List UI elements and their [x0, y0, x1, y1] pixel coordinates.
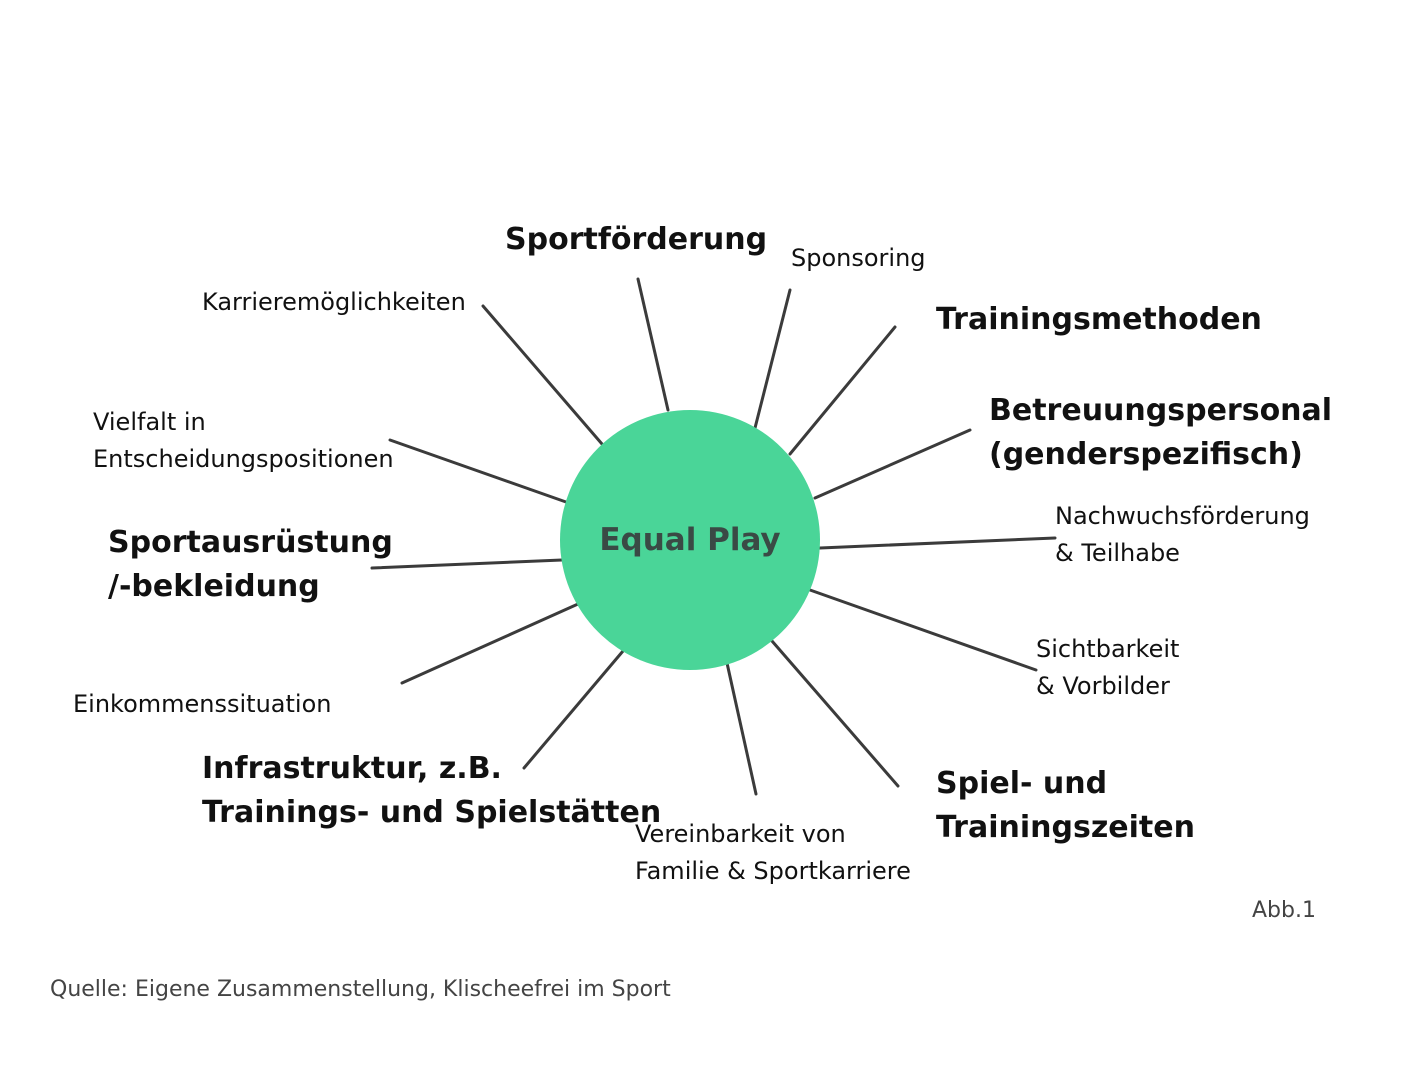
label-einkommen: Einkommenssituation	[73, 690, 332, 718]
spoke-vereinbarkeit	[725, 661, 758, 796]
spoke-trainingsmethoden	[788, 325, 897, 456]
label-vereinbarkeit: Vereinbarkeit von Familie & Sportkarrier…	[635, 820, 911, 885]
label-vielfalt: Vielfalt in Entscheidungspositionen	[93, 408, 394, 473]
label-trainingsmethoden: Trainingsmethoden	[936, 302, 1262, 337]
spoke-sichtbarkeit	[808, 588, 1038, 672]
label-betreuung: Betreuungspersonal (genderspezifisch)	[989, 393, 1333, 472]
label-spielzeiten: Spiel- und Trainingszeiten	[936, 766, 1195, 845]
label-sportausruestung: Sportausrüstung /-bekleidung	[108, 525, 393, 604]
spoke-sponsoring	[753, 288, 792, 430]
spoke-sportfoerderung	[636, 277, 670, 412]
label-nachwuchs: Nachwuchsförderung & Teilhabe	[1055, 502, 1310, 567]
spoke-nachwuchs	[818, 536, 1057, 550]
spoke-karriere	[481, 304, 604, 446]
spoke-betreuung	[813, 428, 972, 500]
spoke-spielzeiten	[770, 639, 900, 788]
label-karriere: Karrieremöglichkeiten	[202, 288, 466, 316]
hub-label: Equal Play	[599, 522, 781, 558]
label-infrastruktur: Infrastruktur, z.B. Trainings- und Spiel…	[202, 751, 662, 830]
spoke-infrastruktur	[522, 649, 625, 770]
figure-label: Abb.1	[1252, 898, 1316, 923]
hub-circle: Equal Play	[560, 410, 820, 670]
label-sichtbarkeit: Sichtbarkeit & Vorbilder	[1036, 635, 1180, 700]
spoke-einkommen	[400, 602, 580, 685]
spoke-vielfalt	[388, 438, 568, 504]
spoke-sportausruestung	[370, 558, 564, 570]
label-sportfoerderung: Sportförderung	[505, 222, 768, 257]
source-note: Quelle: Eigene Zusammenstellung, Klische…	[50, 977, 671, 1002]
label-sponsoring: Sponsoring	[791, 244, 926, 272]
